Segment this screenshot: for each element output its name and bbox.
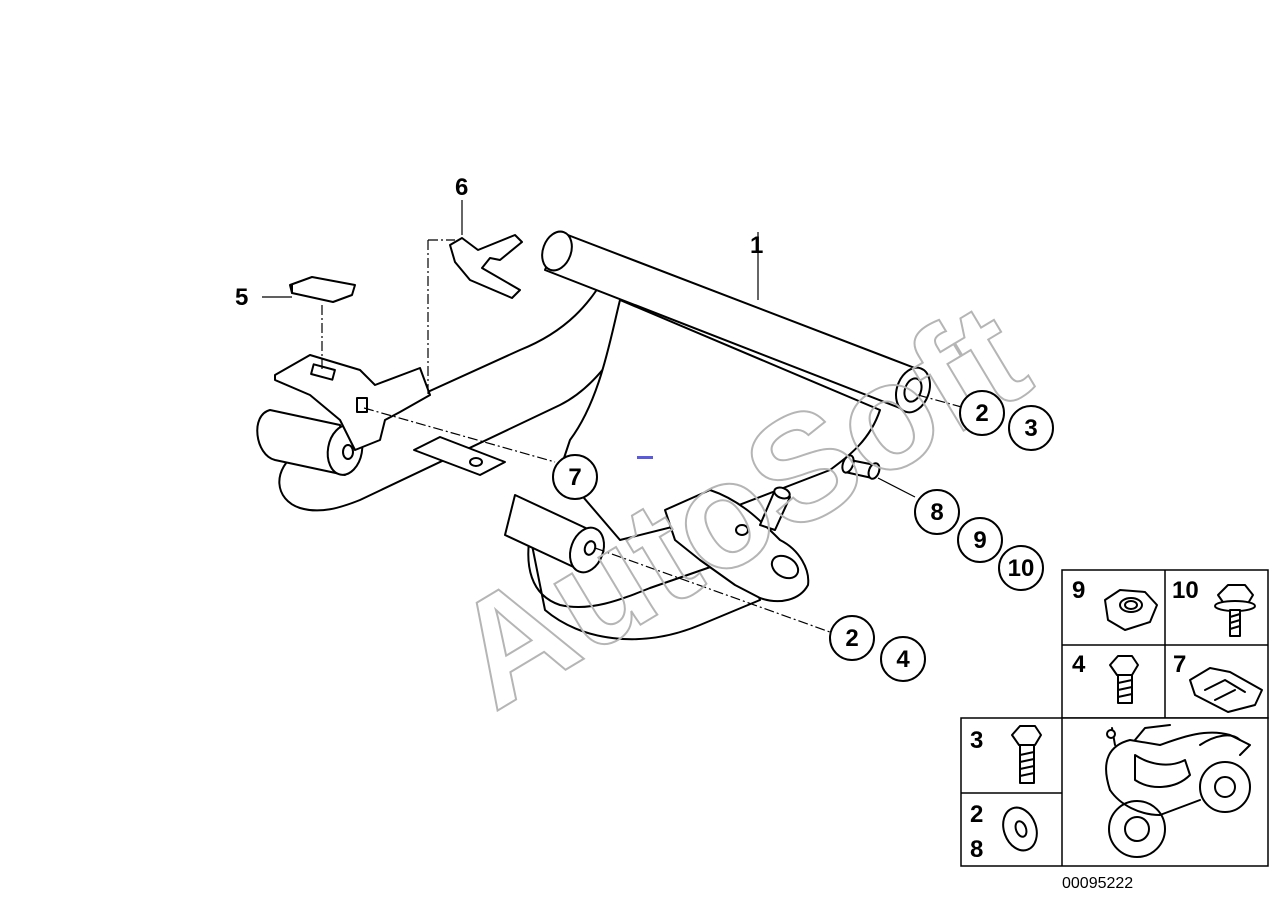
- svg-text:2: 2: [845, 625, 858, 652]
- callout-8: 8: [914, 489, 960, 535]
- callout-4: 4: [880, 636, 926, 682]
- callout-5: 5: [235, 284, 248, 311]
- motorcycle-icon: [1105, 724, 1251, 858]
- callout-2b: 2: [829, 615, 875, 661]
- hex-screw-long-icon: [1011, 725, 1042, 784]
- legend-label-9: 9: [1072, 577, 1085, 604]
- callout-2a: 2: [959, 390, 1005, 436]
- svg-text:9: 9: [973, 527, 986, 554]
- svg-text:10: 10: [1008, 555, 1035, 582]
- washer-icon: [1002, 806, 1038, 852]
- legend-label-8: 8: [970, 836, 983, 863]
- legend-label-3: 3: [970, 727, 983, 754]
- svg-text:3: 3: [1024, 415, 1037, 442]
- callout-7: 7: [552, 454, 598, 500]
- center-marker: [637, 456, 653, 459]
- hex-nut-icon: [1104, 589, 1158, 631]
- svg-text:4: 4: [896, 646, 910, 673]
- rear-frame-assembly: [256, 230, 931, 641]
- callout-10: 10: [998, 545, 1044, 591]
- callout-3: 3: [1008, 405, 1054, 451]
- callout-6: 6: [455, 174, 468, 201]
- callout-9: 9: [957, 517, 1003, 563]
- callout-1: 1: [750, 232, 763, 259]
- legend-label-4: 4: [1072, 651, 1086, 678]
- svg-text:2: 2: [975, 400, 988, 427]
- hex-screw-icon: [1109, 655, 1139, 704]
- diagram-id: 00095222: [1062, 875, 1133, 892]
- clip-nut-icon: [1189, 667, 1263, 713]
- part-7-mount-plate: [413, 436, 506, 476]
- svg-text:8: 8: [930, 499, 943, 526]
- hardware-legend: 9 10 4 7 3: [960, 569, 1269, 867]
- part-6-cable-clip: [449, 234, 523, 299]
- svg-text:7: 7: [568, 464, 581, 491]
- part-5-rubber-cap: [289, 276, 356, 303]
- leader-lines: [262, 200, 966, 633]
- legend-label-10: 10: [1172, 577, 1199, 604]
- legend-label-2: 2: [970, 801, 983, 828]
- bolt-icon: [1214, 584, 1256, 637]
- callouts: 1 6 5 2 3 7 8 9 10 2: [235, 174, 1054, 682]
- legend-label-7: 7: [1173, 651, 1186, 678]
